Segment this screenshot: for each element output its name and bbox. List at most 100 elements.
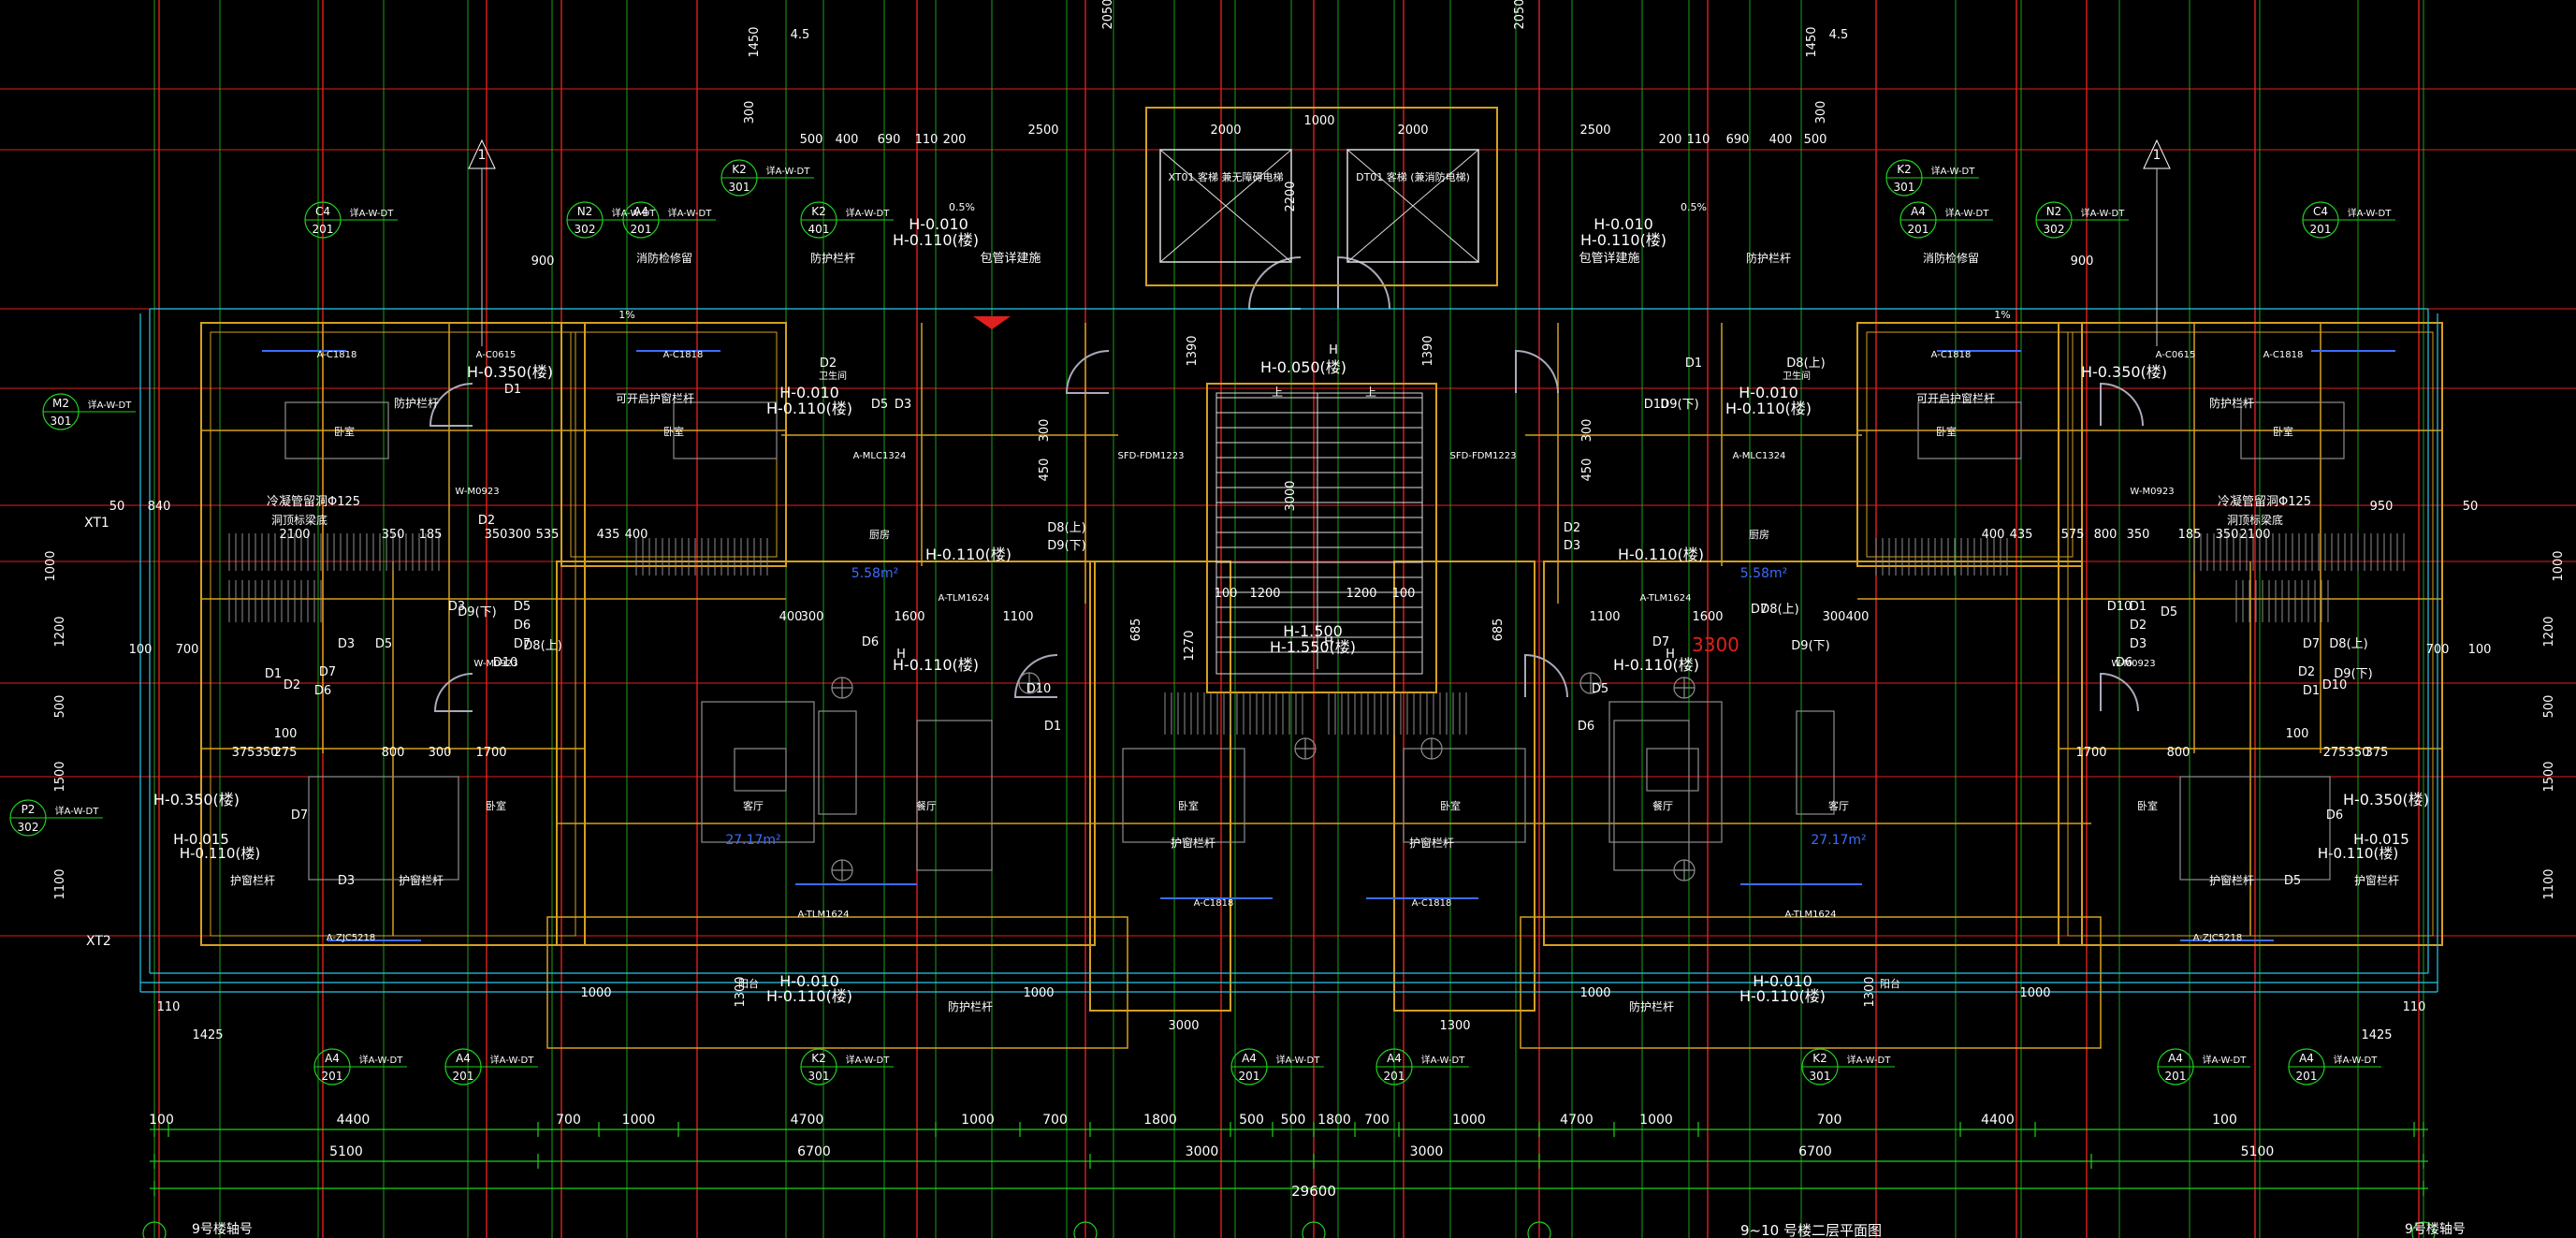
dim-small: 2100: [2239, 528, 2270, 542]
bubble-top: K2: [1897, 163, 1912, 176]
wall-outline: [556, 561, 1096, 946]
dim-vertical: 685: [1129, 619, 1143, 642]
dim-small: 275: [2323, 746, 2347, 760]
d-tag: D8(上): [2329, 637, 2367, 651]
annotation: H-0.010: [1594, 215, 1653, 233]
dim-value-1: 500: [1239, 1113, 1264, 1128]
annotation: H-0.010: [779, 972, 839, 990]
d-tag: D5: [2284, 874, 2301, 888]
dim-small: 200: [943, 133, 967, 147]
annotation: A-C1818: [1194, 898, 1234, 909]
dim-small: 110: [2403, 1000, 2426, 1014]
dim-vertical: 1100: [2542, 868, 2556, 899]
d-tag: D2: [1564, 521, 1580, 535]
bubble-top: K2: [811, 205, 826, 218]
annotation: A-TLM1624: [1639, 593, 1691, 604]
annotation: A-MLC1324: [1733, 451, 1786, 461]
d-tag: D6: [514, 619, 531, 633]
bubble-bottom: 201: [453, 1070, 474, 1083]
bubble-bottom: 201: [2165, 1070, 2187, 1083]
annotation: 上: [1365, 386, 1376, 399]
annotation: H-0.010: [779, 384, 839, 401]
annotation: W-M0923: [455, 487, 499, 497]
dim-value-1: 4700: [1560, 1113, 1594, 1128]
d-tag: D7: [1652, 635, 1669, 649]
dim-small: 185: [419, 528, 443, 542]
dim-value-2: 5100: [2241, 1144, 2275, 1159]
annotation: 27.17m²: [1811, 833, 1866, 848]
d-tag: D6: [2326, 808, 2343, 823]
dim-small: 1000: [1023, 986, 1054, 1000]
bed: [2179, 776, 2331, 881]
bubble-bottom: 401: [808, 223, 830, 236]
sofa-set: [818, 710, 857, 815]
annotation: 卧室: [486, 799, 506, 812]
stair: [1215, 392, 1423, 675]
bubble-note: 详A-W-DT: [2348, 207, 2393, 219]
detail-bubble: A4 201 详A-W-DT: [444, 1048, 538, 1085]
dim-vertical: 450: [1038, 459, 1052, 482]
bubble-bottom: 301: [1810, 1070, 1831, 1083]
core-wall: [1206, 383, 1437, 693]
dim-value-1: 700: [1364, 1113, 1390, 1128]
d-tag: D9(下): [458, 605, 496, 619]
annotation: 厨房: [1749, 529, 1769, 541]
dim-small: 375: [2365, 746, 2389, 760]
annotation: 洞顶标梁底: [271, 513, 327, 527]
annotation: 卧室: [1440, 799, 1461, 812]
annotation: 卧室: [334, 425, 355, 438]
dim-small: 800: [2167, 746, 2190, 760]
annotation: H-0.350(楼): [2343, 791, 2429, 808]
dim-vertical: 300: [1038, 419, 1052, 443]
dim-value-1: 700: [556, 1113, 581, 1128]
bubble-note: 详A-W-DT: [2081, 207, 2126, 219]
dim-small: 1700: [475, 746, 506, 760]
dim-small: 900: [2071, 255, 2094, 269]
dim-small: 1000: [2019, 986, 2050, 1000]
dim-small: 2500: [1579, 124, 1610, 138]
dim-small: 1200: [1346, 587, 1376, 601]
dim-vertical: 1200: [2542, 616, 2556, 647]
bubble-bottom: 201: [2310, 223, 2332, 236]
dim-small: 1600: [1692, 610, 1723, 624]
bubble-top: A4: [456, 1052, 471, 1065]
annotation: H-0.110(楼): [893, 656, 979, 674]
annotation: 卫生间: [819, 370, 847, 382]
dim-vertical: 1390: [1186, 335, 1200, 366]
bubble-top: A4: [2299, 1052, 2314, 1065]
bubble-top: A4: [633, 205, 648, 218]
door-swing: [1247, 256, 1302, 310]
dim-small: 1425: [192, 1028, 223, 1042]
bubble-note: 详A-W-DT: [490, 1054, 535, 1066]
bubble-bottom: 301: [808, 1070, 830, 1083]
bubble-bottom: 201: [2296, 1070, 2318, 1083]
bubble-bottom: 301: [1894, 181, 1915, 194]
dim-vertical: 1500: [2542, 761, 2556, 792]
dim-value-1: 1000: [1639, 1113, 1673, 1128]
dim-small: 110: [157, 1000, 181, 1014]
north-arrow-num-right: 1: [2153, 148, 2161, 163]
d-tag: D8(上): [1786, 357, 1825, 371]
bubble-top: A4: [1387, 1052, 1402, 1065]
bubble-bottom: 302: [2044, 223, 2065, 236]
dim-value-1: 1800: [1143, 1113, 1177, 1128]
bubble-top: P2: [22, 803, 36, 816]
annotation: A-C1818: [1931, 350, 1972, 360]
d-tag: D8(上): [1760, 603, 1798, 617]
annotation: 餐厅: [916, 799, 937, 812]
annotation: A-C0615: [2156, 350, 2196, 360]
axis-caption-left: 9号楼轴号: [192, 1222, 253, 1237]
bubble-top: K2: [811, 1052, 826, 1065]
dim-vertical: 2200: [1284, 181, 1298, 211]
bubble-top: A4: [325, 1052, 340, 1065]
xt2-label: XT2: [86, 934, 111, 949]
annotation: SFD-FDM1223: [1450, 451, 1517, 461]
annotation: 防护栏杆: [2209, 396, 2254, 410]
dim-vertical: 300: [1814, 101, 1828, 124]
annotation: H-0.350(楼): [2081, 363, 2167, 381]
dim-small: 575: [2061, 528, 2085, 542]
